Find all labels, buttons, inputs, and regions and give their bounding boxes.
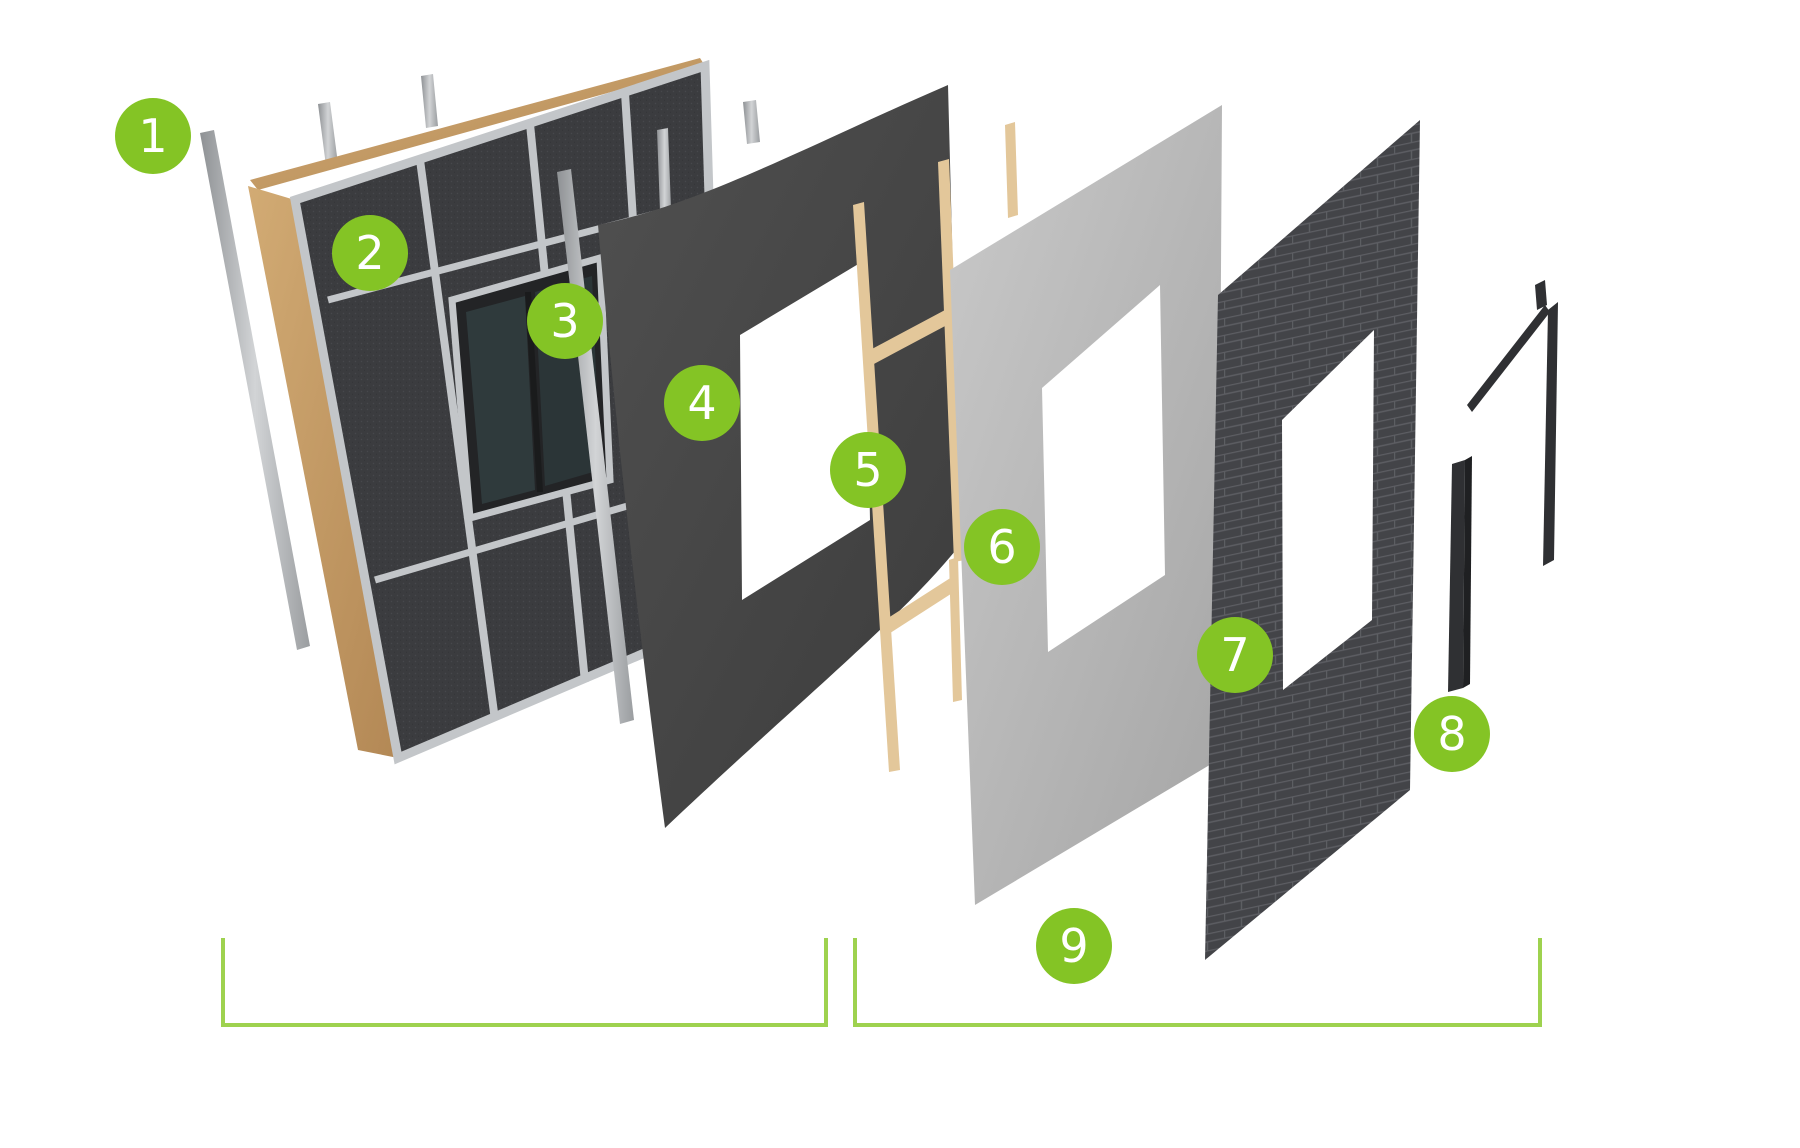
callout-badge-9: 9 xyxy=(1036,908,1112,984)
svg-text:8: 8 xyxy=(1437,707,1466,761)
svg-text:7: 7 xyxy=(1220,628,1249,682)
callout-badge-2: 2 xyxy=(332,215,408,291)
bracket-group-left xyxy=(221,938,828,1027)
callout-badge-7: 7 xyxy=(1197,617,1273,693)
cement-board xyxy=(950,105,1222,905)
trim-profiles xyxy=(1448,280,1558,692)
brick-slip-panel xyxy=(1205,120,1420,960)
svg-text:5: 5 xyxy=(853,443,882,497)
svg-text:4: 4 xyxy=(687,376,716,430)
svg-text:3: 3 xyxy=(550,294,579,348)
breather-membrane xyxy=(598,85,960,828)
callout-badge-3: 3 xyxy=(527,283,603,359)
svg-text:6: 6 xyxy=(987,520,1016,574)
callout-badge-4: 4 xyxy=(664,365,740,441)
loose-steel-studs xyxy=(200,74,760,650)
callout-badge-5: 5 xyxy=(830,432,906,508)
svg-text:1: 1 xyxy=(138,109,167,163)
bracket-group-right xyxy=(853,938,1542,1027)
callout-badge-8: 8 xyxy=(1414,696,1490,772)
callout-badge-6: 6 xyxy=(964,509,1040,585)
svg-text:9: 9 xyxy=(1059,919,1088,973)
callout-badge-1: 1 xyxy=(115,98,191,174)
svg-text:2: 2 xyxy=(355,226,384,280)
